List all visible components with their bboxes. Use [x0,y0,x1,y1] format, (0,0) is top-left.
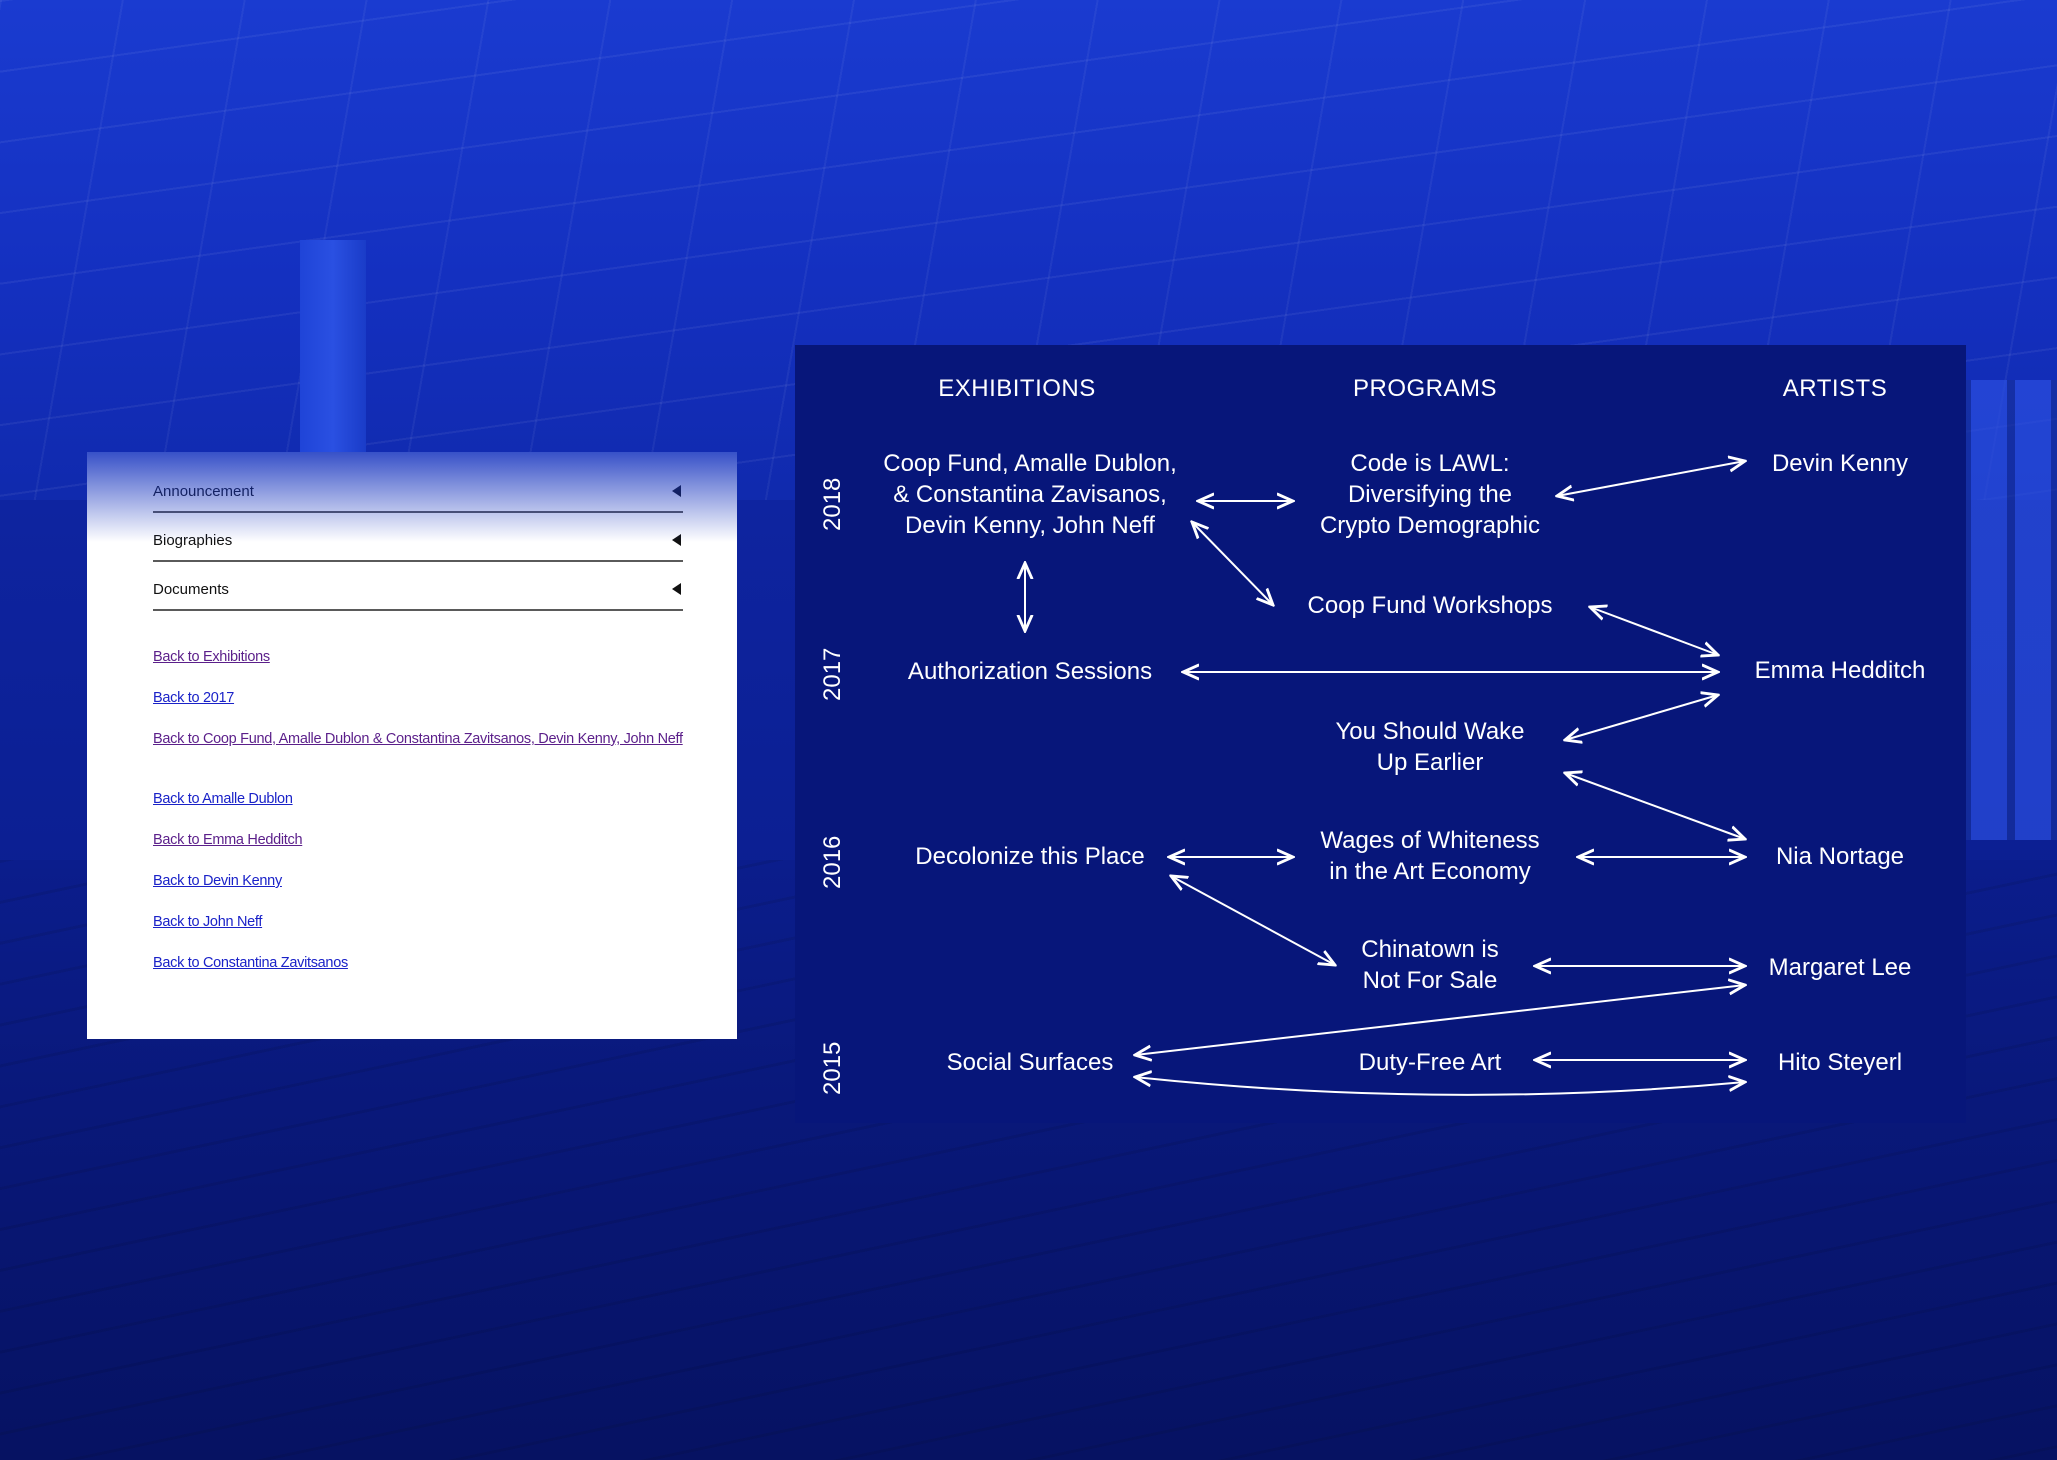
year-label-2015: 2015 [819,1041,846,1095]
accordion-biographies[interactable]: Biographies [153,514,683,562]
arrow-social-margaret [1135,985,1745,1055]
artist-devin-kenny[interactable]: Devin Kenny [1771,450,1909,477]
arrow-wake-nia [1565,773,1745,839]
triangle-left-icon [672,534,681,546]
back-to-constantina-zavitsanos-link[interactable]: Back to Constantina Zavitsanos [153,955,348,971]
arrow-code-devin [1557,461,1745,496]
relationship-diagram: EXHIBITIONS PROGRAMS ARTISTS 2018 2017 2… [795,345,1966,1123]
back-to-exhibition-link[interactable]: Back to Coop Fund, Amalle Dublon & Const… [153,731,683,747]
back-to-john-neff-link[interactable]: Back to John Neff [153,914,263,930]
artist-margaret-lee[interactable]: Margaret Lee [1768,954,1912,981]
program-code-is-lawl[interactable]: Code is LAWL: Diversifying the Crypto De… [1319,450,1541,539]
arrow-workshops-emma [1590,607,1718,655]
exhibition-decolonize-this-place[interactable]: Decolonize this Place [915,843,1145,870]
back-to-emma-hedditch-link[interactable]: Back to Emma Hedditch [153,832,303,848]
column-header-artists: ARTISTS [1782,375,1888,402]
program-coop-fund-workshops[interactable]: Coop Fund Workshops [1307,592,1553,619]
exhibition-authorization-sessions[interactable]: Authorization Sessions [907,658,1153,685]
back-to-amalle-dublon-link[interactable]: Back to Amalle Dublon [153,791,293,807]
program-you-should-wake-up-earlier[interactable]: You Should Wake Up Earlier [1335,718,1525,776]
accordion-documents[interactable]: Documents [153,563,683,611]
exhibition-social-surfaces[interactable]: Social Surfaces [946,1049,1114,1076]
accordion-announcement[interactable]: Announcement [153,465,683,513]
back-to-2017-link[interactable]: Back to 2017 [153,690,235,706]
column-header-programs: PROGRAMS [1352,375,1498,402]
program-wages-of-whiteness[interactable]: Wages of Whiteness in the Art Economy [1320,827,1540,885]
arrow-coop-workshops [1192,522,1273,605]
arrow-social-hito [1135,1077,1745,1096]
column-header-exhibitions: EXHIBITIONS [938,375,1096,402]
accordion-label: Announcement [153,483,254,500]
artist-nia-nortage[interactable]: Nia Nortage [1775,843,1905,870]
arrow-decolonize-chinatown [1171,876,1335,965]
year-label-2017: 2017 [819,647,846,701]
year-label-2018: 2018 [819,477,846,531]
arrow-wake-emma [1565,695,1718,740]
diagram-arrows [795,345,1966,1096]
back-to-exhibitions-link[interactable]: Back to Exhibitions [153,649,270,665]
program-duty-free-art[interactable]: Duty-Free Art [1358,1049,1502,1076]
triangle-left-icon [672,583,681,595]
program-chinatown-is-not-for-sale[interactable]: Chinatown is Not For Sale [1361,936,1499,994]
navigation-panel: Announcement Biographies Documents Back … [87,452,737,1039]
triangle-left-icon [672,485,681,497]
artist-hito-steyerl[interactable]: Hito Steyerl [1777,1049,1903,1076]
year-label-2016: 2016 [819,835,846,889]
exhibition-coop-fund[interactable]: Coop Fund, Amalle Dublon, & Constantina … [883,450,1177,539]
back-to-devin-kenny-link[interactable]: Back to Devin Kenny [153,873,282,889]
artist-emma-hedditch[interactable]: Emma Hedditch [1754,657,1926,684]
accordion-label: Biographies [153,532,233,549]
accordion-label: Documents [153,581,229,598]
